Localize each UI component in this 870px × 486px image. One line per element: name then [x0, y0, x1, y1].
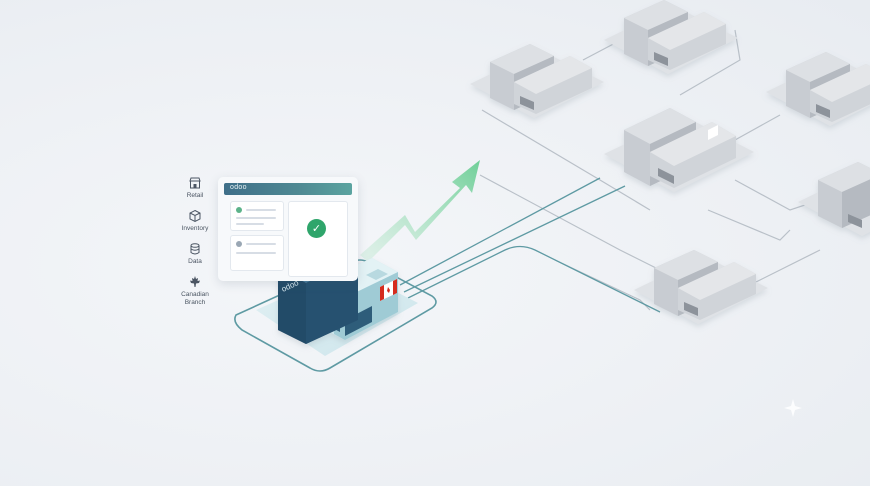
dashboard-tile — [230, 235, 284, 271]
hub-feed-lines — [399, 177, 661, 313]
dashboard-card: odoo ✓ — [218, 177, 358, 281]
placeholder-line — [236, 217, 276, 219]
feed-line — [399, 177, 601, 286]
connector — [707, 209, 791, 241]
branch-building — [604, 0, 738, 74]
dashboard-tile — [230, 201, 284, 231]
connector — [479, 174, 661, 271]
database-icon — [190, 243, 200, 255]
connector — [679, 29, 741, 96]
check-circle-icon: ✓ — [307, 219, 326, 238]
branch-connectors — [479, 29, 821, 311]
legend-label: Canadian Branch — [181, 291, 209, 306]
legend-label: Inventory — [181, 225, 209, 232]
placeholder-line — [246, 243, 276, 245]
connector — [481, 109, 651, 211]
status-dot — [236, 241, 242, 247]
placeholder-line — [246, 209, 276, 211]
box-icon — [189, 209, 201, 223]
branch-buildings — [470, 0, 870, 324]
feed-line — [407, 245, 661, 313]
canadian-flag-icon — [380, 279, 397, 301]
maple-leaf-icon — [190, 276, 200, 287]
placeholder-line — [236, 252, 276, 254]
connector — [734, 114, 781, 141]
legend-item-canadian-branch: Canadian Branch — [170, 275, 220, 307]
branch-building — [470, 44, 604, 118]
feature-legend: Retail Inventory Data Canadian Branch — [170, 176, 220, 316]
dashboard-header-bar: odoo — [224, 183, 352, 195]
legend-label: Retail — [186, 192, 204, 199]
connector — [749, 249, 821, 286]
sparkle-icon — [784, 399, 802, 417]
legend-item-inventory: Inventory — [170, 209, 220, 233]
branch-building — [604, 108, 754, 192]
storefront-icon — [189, 177, 201, 189]
branch-building — [634, 250, 768, 324]
feed-line — [403, 185, 626, 293]
branch-building — [766, 52, 870, 126]
legend-item-retail: Retail — [170, 176, 220, 200]
legend-item-data: Data — [170, 242, 220, 266]
status-dot — [236, 207, 242, 213]
legend-label: Data — [188, 258, 202, 265]
branch-building — [798, 162, 870, 236]
dashboard-status-panel — [288, 201, 348, 277]
dashboard-brand: odoo — [230, 184, 247, 191]
growth-arrow-icon — [360, 160, 480, 262]
placeholder-line — [236, 223, 264, 225]
